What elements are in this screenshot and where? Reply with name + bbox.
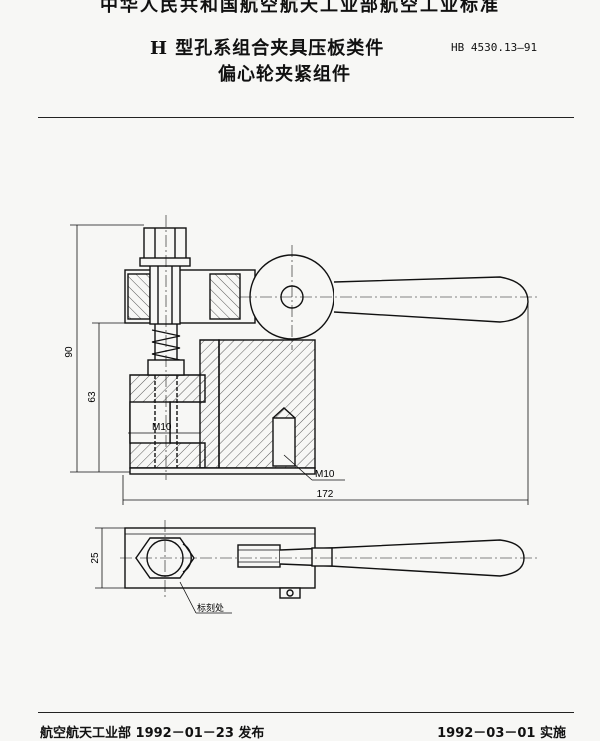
marking-label: 标刻处 [197,602,224,613]
base-block [218,339,316,469]
effective-date: 1992－03－01 实施 [437,726,566,741]
dim-total-height: 90 [64,346,75,358]
dim-partial-height: 63 [87,391,98,403]
dim-thickness: 25 [90,552,101,564]
thread-label-stud: M10 [152,422,172,433]
footer-rule [38,712,574,713]
plan-dimensions [95,527,232,614]
handle [333,276,529,323]
standard-org-heading: 中华人民共和国航空航天工业部航空工业标准 [100,0,500,16]
issue-info: 航空航天工业部 1992－01－23 发布 [40,726,265,741]
hex-bolt-head [143,227,187,261]
front-view [124,215,540,480]
document-title: H 型孔系组合夹具压板类件 [150,38,385,59]
dim-width: 172 [317,489,334,500]
document-subtitle: 偏心轮夹紧组件 [218,64,351,85]
standard-code: HB 4530.13—91 [451,41,538,54]
plan-view [120,520,540,600]
front-dimensions [70,224,529,505]
header-rule [38,117,574,118]
thread-label-hole: M10 [315,469,335,480]
